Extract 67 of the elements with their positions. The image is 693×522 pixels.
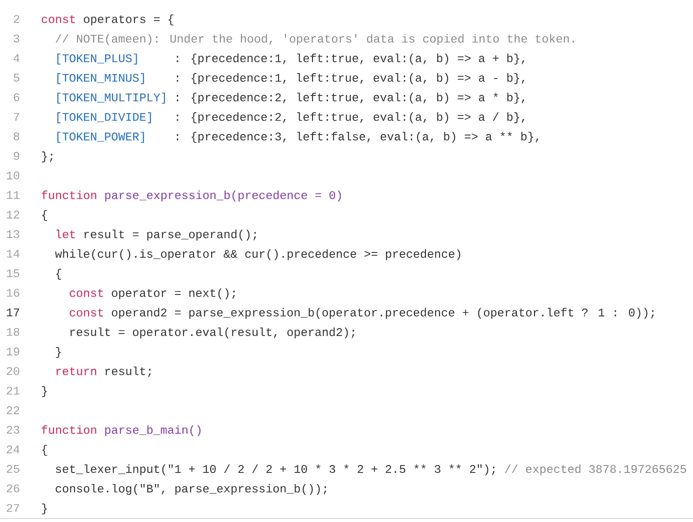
line-number: 26 xyxy=(6,484,20,492)
line-number: 5 xyxy=(14,74,20,82)
code-comment: // NOTE(ameen): Under the hood, 'operators' data is copied into the token. xyxy=(56,34,574,45)
line-number: 16 xyxy=(6,288,20,297)
code-text: [TOKEN_DIVIDE] xyxy=(57,112,151,124)
line-number: 10 xyxy=(6,172,20,180)
code-text: const xyxy=(70,308,103,316)
code-text: { xyxy=(56,268,62,280)
code-text: set_lexer_input("1 + 10 / 2 / 2 + 10 * xyxy=(56,464,320,476)
code-text: [TOKEN_MINUS] xyxy=(57,73,144,84)
line-number: 9 xyxy=(14,152,20,160)
line-number: 17 xyxy=(6,308,20,316)
line-number: 11 xyxy=(6,191,20,199)
code-text: 3 * xyxy=(330,464,348,473)
code-text: [TOKEN_PLUS] xyxy=(57,54,137,65)
code-text: operand2 = parse_expression_b(operator.precedence + (operator.left ? 1 : 0)); xyxy=(112,308,654,319)
code-text: let xyxy=(56,230,75,238)
code-text: operators = { xyxy=(84,14,174,26)
line-number: 14 xyxy=(6,250,20,258)
code-text: : {precedence:1, left:true, eval:(a, b) => a + b}, xyxy=(176,54,524,65)
line-number: 7 xyxy=(14,112,20,121)
code-text: } xyxy=(42,504,47,514)
line-number: 21 xyxy=(6,386,20,395)
code-text: 3 ** xyxy=(434,464,461,473)
code-text: : {precedence:3, left:false, eval:(a, b) => a ** b}, xyxy=(176,132,538,143)
line-number: 13 xyxy=(6,230,20,238)
code-text: } xyxy=(56,347,61,358)
code-text: result = operator.eval(result, operand2); xyxy=(70,327,354,338)
code-text: } xyxy=(42,386,47,398)
code-text: result = parse_operand(); xyxy=(84,230,256,241)
code-text: [TOKEN_MULTIPLY] xyxy=(57,92,165,104)
line-number: 25 xyxy=(6,464,20,473)
code-comment: // expected 3878.197265625 xyxy=(504,464,686,476)
line-number: 23 xyxy=(6,426,20,434)
code-text: function xyxy=(42,190,96,200)
code-text: : {precedence:2, left:true, eval:(a, b) => a / b}, xyxy=(176,112,524,124)
code-text: : {precedence:1, left:true, eval:(a, b) => a - b}, xyxy=(176,73,524,84)
code-text: return xyxy=(56,367,96,376)
code-text: 2 + 2.5 ** xyxy=(358,464,426,473)
line-number: 3 xyxy=(14,34,20,43)
code-text: [TOKEN_POWER] xyxy=(57,132,144,143)
code-text: parse_b_main() xyxy=(105,425,200,436)
code-text: const xyxy=(70,289,103,297)
line-number: 19 xyxy=(6,348,20,356)
line-number: 15 xyxy=(6,269,20,278)
code-text: result; xyxy=(106,366,151,378)
code-text: while(cur().is_operator && cur().precedence >= precedence) xyxy=(55,249,460,260)
code-text: { xyxy=(42,210,48,221)
line-number: 27 xyxy=(6,504,20,512)
line-number: 6 xyxy=(14,93,20,102)
line-number: 2 xyxy=(14,15,20,23)
line-number: 12 xyxy=(6,210,20,218)
code-text: operator = next(); xyxy=(112,288,235,300)
line-number: 18 xyxy=(6,328,20,336)
code-text: : {precedence:2, left:true, eval:(a, b) => a * b}, xyxy=(176,92,524,104)
code-text: parse_expression_b(precedence = 0) xyxy=(105,190,341,202)
code-text: function xyxy=(42,425,96,434)
code-text: const xyxy=(42,15,75,24)
code-text: 2"); xyxy=(470,464,495,476)
line-number: 4 xyxy=(14,54,20,62)
line-number: 24 xyxy=(6,445,20,454)
code-text: }; xyxy=(42,151,53,162)
code-text: { xyxy=(42,444,48,456)
code-text: console.log("B", parse_expression_b()); xyxy=(56,484,326,495)
line-number: 8 xyxy=(14,132,20,140)
line-number: 20 xyxy=(6,367,20,376)
line-number: 22 xyxy=(6,406,20,414)
